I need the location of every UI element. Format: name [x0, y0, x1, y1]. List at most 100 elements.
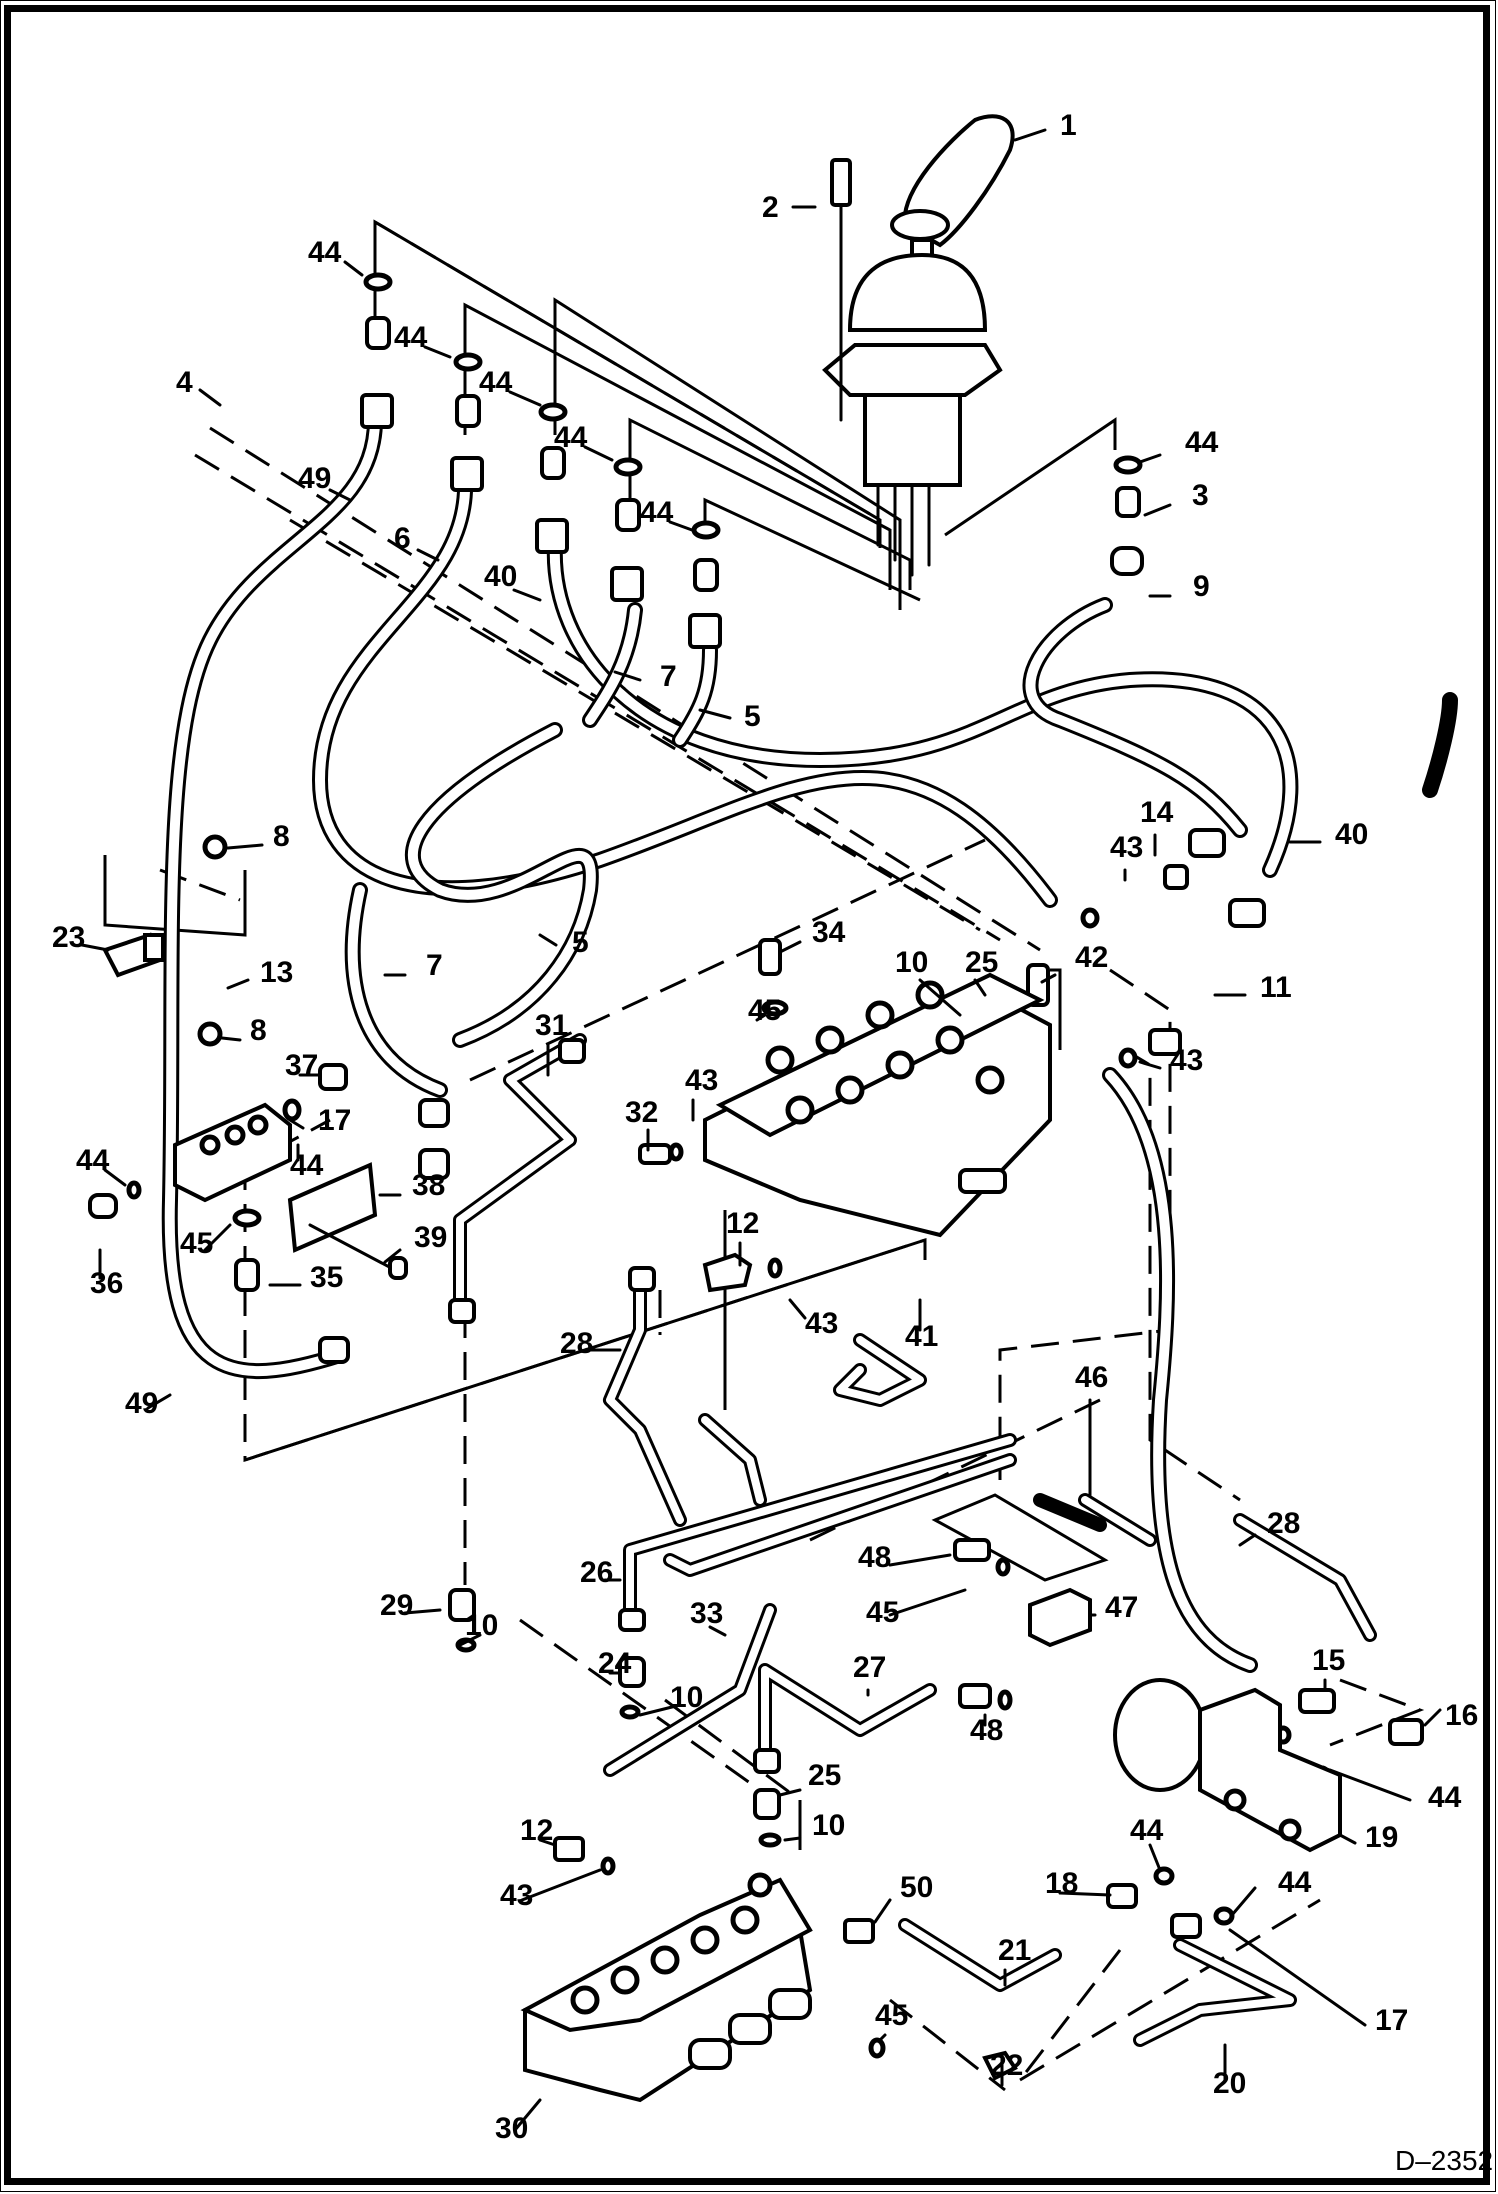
callout-9: 9: [1193, 570, 1210, 603]
leader-line-19: [1338, 1833, 1357, 1845]
leader-line-17: [288, 1118, 305, 1130]
right-short-hose: [1422, 692, 1458, 798]
leader-line-44: [583, 445, 614, 462]
callout-44: 44: [290, 1149, 324, 1182]
leader-line-44: [668, 520, 694, 532]
leader-line-10: [918, 978, 962, 1017]
leader-line-48: [888, 1553, 952, 1567]
bolt-46: [1033, 1493, 1107, 1532]
leader-line-45: [203, 1223, 232, 1252]
callout-21: 21: [998, 1934, 1031, 1967]
callout-40: 40: [484, 560, 517, 593]
leader-line-3: [1143, 503, 1172, 517]
callout-25: 25: [965, 946, 998, 979]
callout-49: 49: [125, 1387, 158, 1420]
callout-44: 44: [554, 421, 588, 454]
leader-line-1: [1013, 128, 1047, 142]
callout-7: 7: [426, 949, 443, 982]
callout-28: 28: [1267, 1507, 1300, 1540]
tubes: [453, 1033, 1377, 2047]
callout-44: 44: [479, 366, 513, 399]
callout-22: 22: [990, 2049, 1023, 2082]
callout-38: 38: [412, 1169, 445, 1202]
callout-44: 44: [394, 321, 428, 354]
callout-34: 34: [812, 916, 846, 949]
leader-line-45: [878, 2033, 887, 2042]
leader-line-42: [1040, 973, 1057, 984]
callout-31: 31: [535, 1009, 568, 1042]
callout-48: 48: [858, 1541, 891, 1574]
leader-line-49: [328, 488, 352, 502]
callout-23: 23: [52, 921, 85, 954]
callout-35: 35: [310, 1261, 343, 1294]
callout-44: 44: [1130, 1814, 1164, 1847]
callout-8: 8: [273, 820, 290, 853]
callout-10: 10: [812, 1809, 845, 1842]
callout-19: 19: [1365, 1821, 1398, 1854]
callout-42: 42: [1075, 941, 1108, 974]
hoses: [161, 412, 1458, 1673]
leader-line-44: [508, 390, 542, 407]
leader-line-18: [1058, 1891, 1112, 1897]
callout-44: 44: [1185, 426, 1219, 459]
reference-lines: [103, 219, 1425, 2092]
leader-line-44: [1138, 453, 1162, 464]
callout-15: 15: [1312, 1644, 1345, 1677]
callout-17: 17: [1375, 2004, 1408, 2037]
callout-10: 10: [895, 946, 928, 979]
leader-line-44: [103, 1168, 127, 1187]
callout-47: 47: [1105, 1591, 1138, 1624]
leader-line-25: [778, 1788, 802, 1797]
leader-line-33: [708, 1625, 727, 1637]
leader-line-44: [1148, 1843, 1162, 1872]
callout-26: 26: [580, 1556, 613, 1589]
leader-line-44: [423, 345, 452, 359]
callout-10: 10: [465, 1609, 498, 1642]
callout-41: 41: [905, 1320, 938, 1353]
callout-8: 8: [250, 1014, 267, 1047]
callout-2: 2: [762, 191, 779, 224]
callout-27: 27: [853, 1651, 886, 1684]
clamp: [102, 932, 165, 978]
callout-6: 6: [394, 522, 411, 555]
callout-25: 25: [808, 1759, 841, 1792]
leader-line-28: [1238, 1533, 1257, 1547]
callout-24: 24: [598, 1647, 632, 1680]
callout-18: 18: [1045, 1867, 1078, 1900]
leader-line-17: [1228, 1928, 1367, 2027]
callout-13: 13: [260, 956, 293, 989]
callout-33: 33: [690, 1597, 723, 1630]
callout-43: 43: [500, 1879, 533, 1912]
leader-line-8: [220, 1036, 242, 1042]
callout-1: 1: [1060, 109, 1077, 142]
callout-43: 43: [805, 1307, 838, 1340]
leader-line-12: [538, 1838, 557, 1847]
callout-36: 36: [90, 1267, 123, 1300]
callout-4: 4: [176, 366, 193, 399]
leader-line-30: [513, 2098, 542, 2132]
callout-11: 11: [1260, 971, 1292, 1004]
leader-line-43: [788, 1298, 807, 1320]
callout-44: 44: [76, 1144, 110, 1177]
callout-17: 17: [318, 1104, 351, 1137]
callout-12: 12: [520, 1814, 553, 1847]
leader-line-25: [973, 978, 987, 997]
callout-5: 5: [572, 926, 589, 959]
callout-45: 45: [748, 994, 781, 1027]
callout-14: 14: [1140, 796, 1174, 829]
mounting-bolt: [830, 158, 852, 207]
leader-line-4: [198, 388, 222, 407]
callout-40: 40: [1335, 818, 1368, 851]
leader-line-10: [783, 1836, 802, 1842]
callout-32: 32: [625, 1096, 658, 1129]
lower-control-valve: [520, 1872, 813, 2103]
leader-line-10: [638, 1703, 682, 1717]
callout-44: 44: [640, 496, 674, 529]
callout-30: 30: [495, 2112, 528, 2145]
callout-44: 44: [1278, 1866, 1312, 1899]
diagram-border: [4, 5, 1490, 2185]
leader-line-43: [520, 1868, 602, 1902]
callout-43: 43: [1170, 1044, 1203, 1077]
